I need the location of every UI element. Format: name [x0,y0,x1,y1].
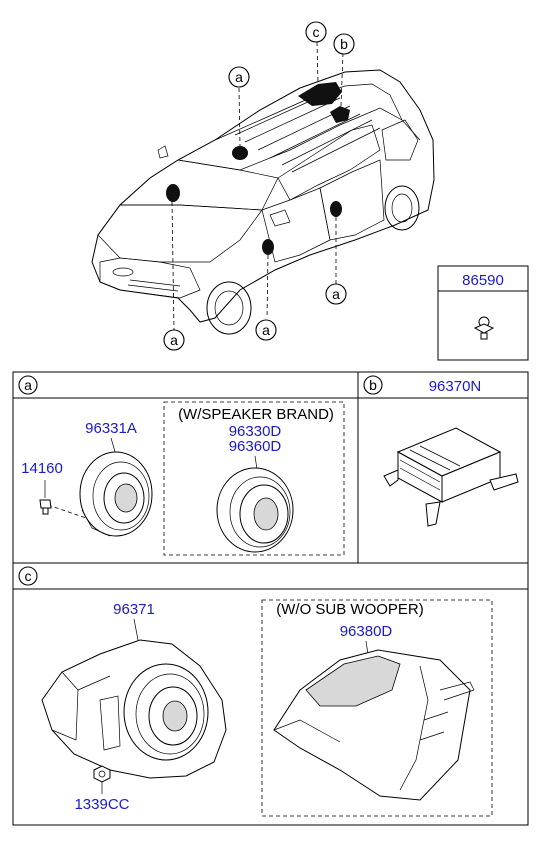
callout-c-overview: c [305,21,327,43]
nut-icon [93,765,111,783]
callout-b-overview: b [333,33,355,55]
svg-text:a: a [170,332,178,348]
part-number-86590: 86590 [462,272,504,289]
section-a-header: a [18,375,38,395]
svg-text:b: b [369,377,377,393]
part-number-96380D: 96380D [340,623,393,640]
amplifier-icon [383,427,519,527]
cover-icon [273,649,475,801]
clip-icon [473,316,495,340]
svg-text:a: a [332,286,340,302]
part-number-14160: 14160 [21,460,63,477]
callout-a-rear-door: a [325,283,347,305]
brand-speaker-note: (W/SPEAKER BRAND) [178,406,334,423]
no-subwoofer-box [261,599,493,817]
inset-box-86590: 86590 [437,265,529,361]
part-number-96371: 96371 [113,601,155,618]
callout-a-dash: a [163,329,185,351]
svg-text:a: a [262,322,270,338]
car-overview-illustration [91,41,435,335]
svg-text:b: b [340,36,348,52]
part-number-96370N: 96370N [429,378,482,395]
parts-table [12,371,529,826]
svg-text:a: a [235,69,243,85]
callout-a-front-door: a [255,319,277,341]
part-number-96360D: 96360D [229,438,282,455]
brand-speaker-box [163,401,345,556]
part-number-96330D: 96330D [229,423,282,440]
svg-text:c: c [313,24,320,40]
part-number-96331A: 96331A [85,420,137,437]
speaker-icon [79,451,153,537]
subwoofer-icon [41,639,227,779]
no-subwoofer-note: (W/O SUB WOOPER) [276,601,424,618]
screw-icon [39,499,52,515]
part-number-1339CC: 1339CC [74,796,129,813]
section-c-header: c [18,566,38,586]
svg-text:c: c [25,568,32,584]
svg-text:a: a [24,377,32,393]
callout-a-roof: a [228,66,250,88]
brand-speaker-icon [216,467,294,553]
section-b-header: b 96370N [363,375,482,395]
